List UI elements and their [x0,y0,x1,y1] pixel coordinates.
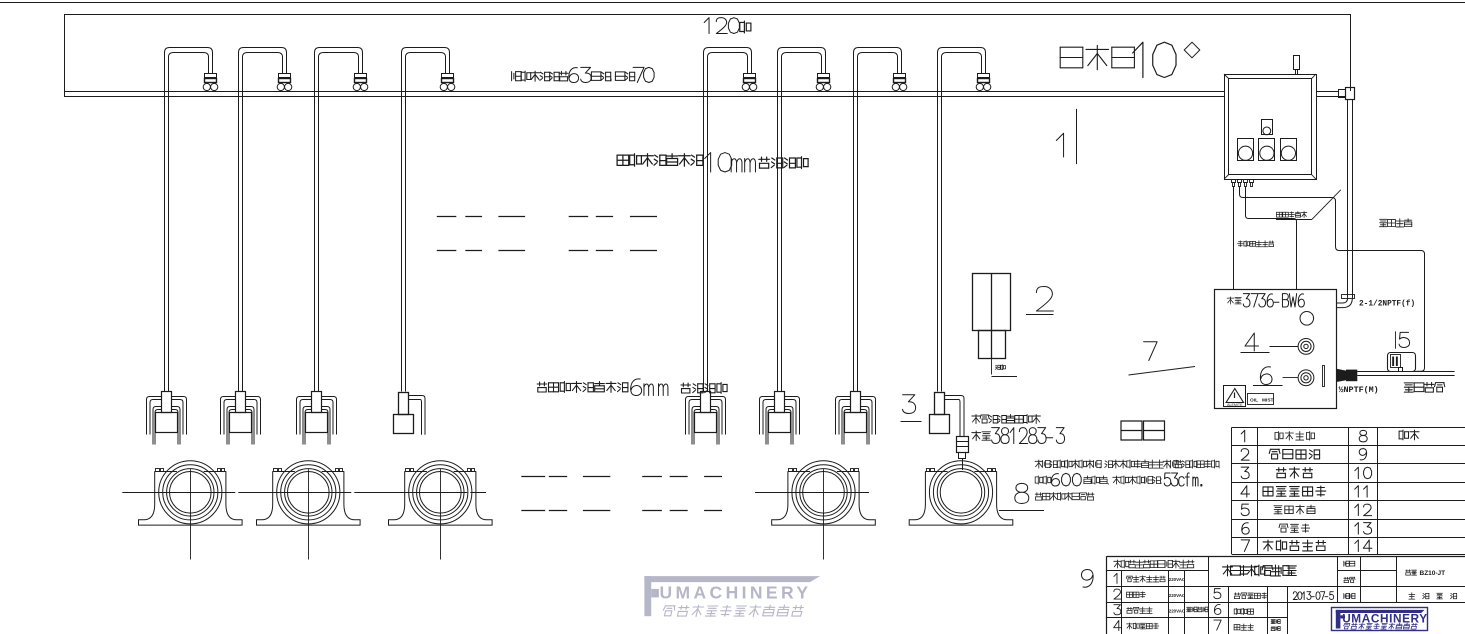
svg-text:OIL: OIL [1250,398,1258,404]
svg-text::: : [1160,476,1163,486]
svg-text:,: , [1218,461,1220,470]
svg-text:220VAC: 220VAC [1169,577,1186,582]
svg-text:BZ10-JT: BZ10-JT [1420,570,1446,577]
svg-text:½NPTF(M): ½NPTF(M) [1339,385,1379,395]
svg-text:UMACHINERY: UMACHINERY [1342,611,1428,625]
svg-text:220VAC: 220VAC [1169,593,1186,598]
svg-text:,: , [1099,461,1101,470]
svg-text:,: , [1169,461,1171,470]
svg-text:,: , [610,71,613,83]
svg-text:UMACHINERY: UMACHINERY [660,583,812,603]
svg-text:2-1/2NPTF(f): 2-1/2NPTF(f) [1359,301,1415,309]
svg-text:,: , [1107,477,1109,486]
svg-text:MIST: MIST [1262,398,1274,404]
svg-text:220VAC: 220VAC [1169,609,1186,614]
svg-text:ALEMITE: ALEMITE [1227,403,1243,407]
